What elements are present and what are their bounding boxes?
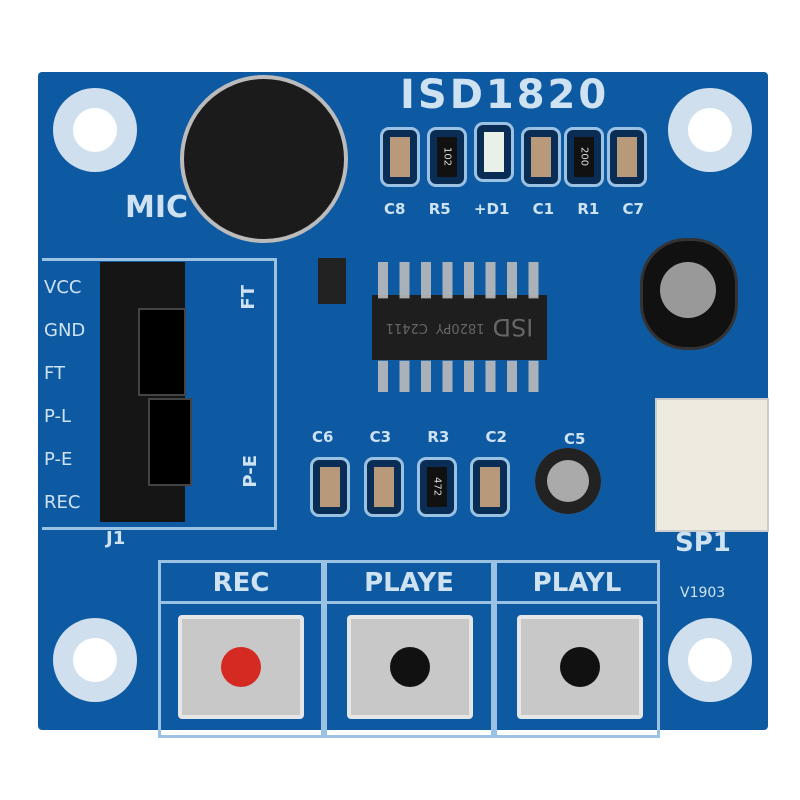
mounting-hole xyxy=(668,618,752,702)
mounting-hole xyxy=(53,88,137,172)
header-outline xyxy=(42,258,277,530)
speaker-connector[interactable] xyxy=(655,398,769,532)
speaker-label: SP1 xyxy=(675,528,731,558)
button-rec[interactable]: REC xyxy=(158,560,324,738)
capacitor-c5 xyxy=(535,448,601,514)
part-label: R5 xyxy=(428,200,451,218)
part-label: C8 xyxy=(384,200,406,218)
chip-part: 1820PY xyxy=(435,320,485,335)
button-label: PLAYL xyxy=(497,563,657,604)
button-playl[interactable]: PLAYL xyxy=(494,560,660,738)
jumper-ft[interactable] xyxy=(138,308,186,396)
part-label: +D1 xyxy=(473,200,510,218)
capacitor-top xyxy=(660,262,716,318)
part-label-c5: C5 xyxy=(564,430,586,448)
mic-label: MIC xyxy=(125,190,189,225)
button-cap-black[interactable] xyxy=(390,647,430,687)
jumper-label-pe: P-E xyxy=(240,455,261,488)
resistor-r3: 472 xyxy=(420,460,454,514)
capacitor-c2 xyxy=(473,460,507,514)
button-cap-black[interactable] xyxy=(560,647,600,687)
pin-label-pe: P-E xyxy=(44,449,73,470)
tactile-switch[interactable] xyxy=(178,615,304,719)
jumper-pe[interactable] xyxy=(148,398,192,486)
capacitor-c1 xyxy=(524,130,558,184)
version-label: V1903 xyxy=(680,585,726,601)
board-title: ISD1820 xyxy=(400,72,610,118)
pin-label-gnd: GND xyxy=(44,320,86,341)
capacitor-c3 xyxy=(367,460,401,514)
isd1820-chip: ISD 1820PY C2411 xyxy=(372,295,547,360)
capacitor-c7 xyxy=(610,130,644,184)
pin-label-rec: REC xyxy=(44,492,81,513)
capacitor-c6 xyxy=(313,460,347,514)
chip-brand: ISD xyxy=(492,313,534,342)
pin-label-vcc: VCC xyxy=(44,277,82,298)
tactile-switch[interactable] xyxy=(517,615,643,719)
resistor-r1: 200 xyxy=(567,130,601,184)
part-label: C3 xyxy=(369,428,392,446)
resistor-r5: 102 xyxy=(430,130,464,184)
button-playe[interactable]: PLAYE xyxy=(324,560,494,738)
led-d1 xyxy=(477,125,511,179)
header-label: J1 xyxy=(106,528,126,549)
part-label: C2 xyxy=(485,428,507,446)
button-label: PLAYE xyxy=(327,563,491,604)
part-label: C6 xyxy=(312,428,334,446)
button-label: REC xyxy=(161,563,321,604)
chip-code: C2411 xyxy=(385,320,428,335)
mounting-hole xyxy=(668,88,752,172)
jumper-label-ft: FT xyxy=(238,285,259,310)
mounting-hole xyxy=(53,618,137,702)
button-cap-red[interactable] xyxy=(221,647,261,687)
microphone xyxy=(180,75,348,243)
transistor xyxy=(318,258,346,304)
part-label: C7 xyxy=(622,200,644,218)
part-label: C1 xyxy=(532,200,555,218)
part-label: R1 xyxy=(577,200,600,218)
capacitor-c8 xyxy=(383,130,417,184)
tactile-switch[interactable] xyxy=(347,615,473,719)
pin-label-ft: FT xyxy=(44,363,66,384)
pin-label-pl: P-L xyxy=(44,406,71,427)
part-label: R3 xyxy=(427,428,450,446)
